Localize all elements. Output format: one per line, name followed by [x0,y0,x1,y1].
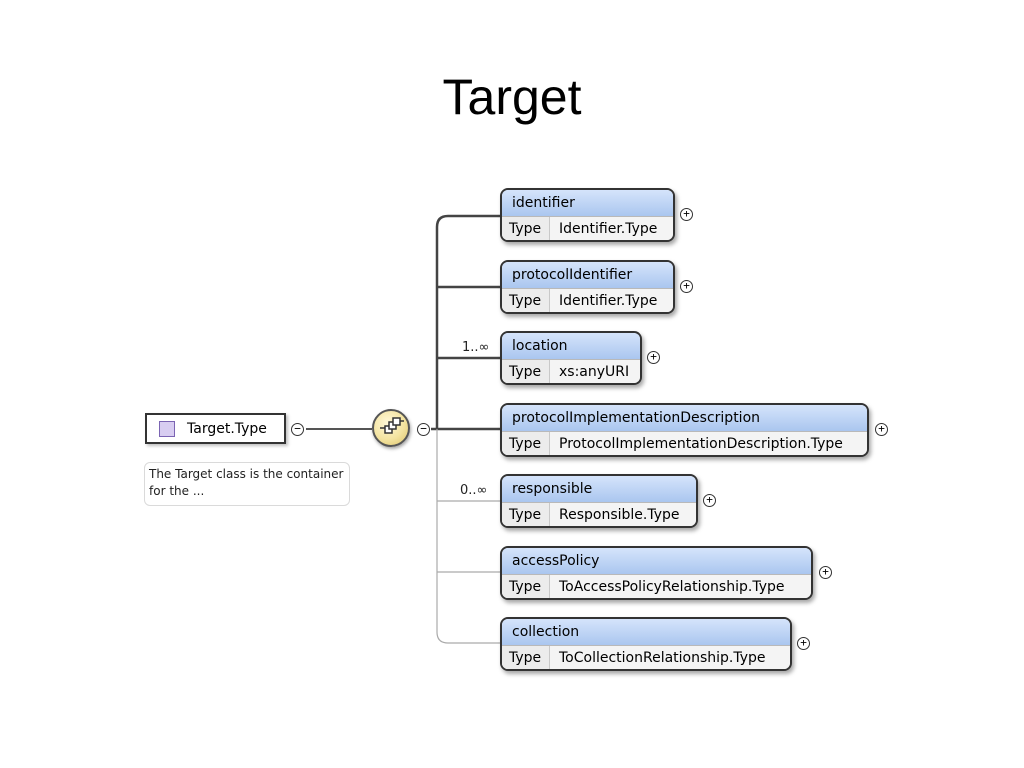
element-name: protocolImplementationDescription [502,405,867,431]
type-value: Responsible.Type [559,507,680,523]
type-label: Type [502,289,550,312]
element-type-row: Type Identifier.Type [502,216,673,240]
plus-circle-icon[interactable]: + [875,423,888,436]
sequence-compositor-icon[interactable] [372,409,410,447]
cardinality-label: 0..∞ [460,483,488,498]
root-description: The Target class is the container for th… [144,462,350,506]
type-value: ToCollectionRelationship.Type [559,650,766,666]
plus-circle-icon[interactable]: + [819,566,832,579]
minus-circle-icon[interactable]: − [291,423,304,436]
plus-circle-icon[interactable]: + [647,351,660,364]
element-name: protocolIdentifier [502,262,673,288]
type-label: Type [502,646,550,669]
plus-circle-icon[interactable]: + [680,280,693,293]
plus-circle-icon[interactable]: + [797,637,810,650]
element-type-row: Type Identifier.Type [502,288,673,312]
element-type-row: Type Responsible.Type [502,502,696,526]
element-protocolIdentifier[interactable]: protocolIdentifier Type Identifier.Type [500,260,675,314]
type-value: ToAccessPolicyRelationship.Type [559,579,785,595]
element-name: accessPolicy [502,548,811,574]
type-label: Type [502,432,550,455]
element-location[interactable]: location Type xs:anyURI [500,331,642,385]
type-value: Identifier.Type [559,221,658,237]
element-accessPolicy[interactable]: accessPolicy Type ToAccessPolicyRelation… [500,546,813,600]
plus-circle-icon[interactable]: + [703,494,716,507]
minus-circle-icon[interactable]: − [417,423,430,436]
element-responsible[interactable]: responsible Type Responsible.Type [500,474,698,528]
type-value: ProtocolImplementationDescription.Type [559,436,843,452]
element-type-row: Type ToCollectionRelationship.Type [502,645,790,669]
root-type-box[interactable]: Target.Type [145,413,286,444]
complex-type-icon [159,420,175,437]
type-label: Type [502,360,550,383]
plus-circle-icon[interactable]: + [680,208,693,221]
root-type-label: Target.Type [187,420,267,437]
element-name: identifier [502,190,673,216]
type-label: Type [502,575,550,598]
type-value: xs:anyURI [559,364,630,380]
element-collection[interactable]: collection Type ToCollectionRelationship… [500,617,792,671]
element-type-row: Type ToAccessPolicyRelationship.Type [502,574,811,598]
slide-title: Target [442,69,582,125]
element-type-row: Type ProtocolImplementationDescription.T… [502,431,867,455]
element-identifier[interactable]: identifier Type Identifier.Type [500,188,675,242]
type-label: Type [502,217,550,240]
element-name: location [502,333,640,359]
cardinality-label: 1..∞ [462,340,490,355]
element-protocolImplementationDescription[interactable]: protocolImplementationDescription Type P… [500,403,869,457]
element-name: responsible [502,476,696,502]
element-name: collection [502,619,790,645]
element-type-row: Type xs:anyURI [502,359,640,383]
type-label: Type [502,503,550,526]
type-value: Identifier.Type [559,293,658,309]
